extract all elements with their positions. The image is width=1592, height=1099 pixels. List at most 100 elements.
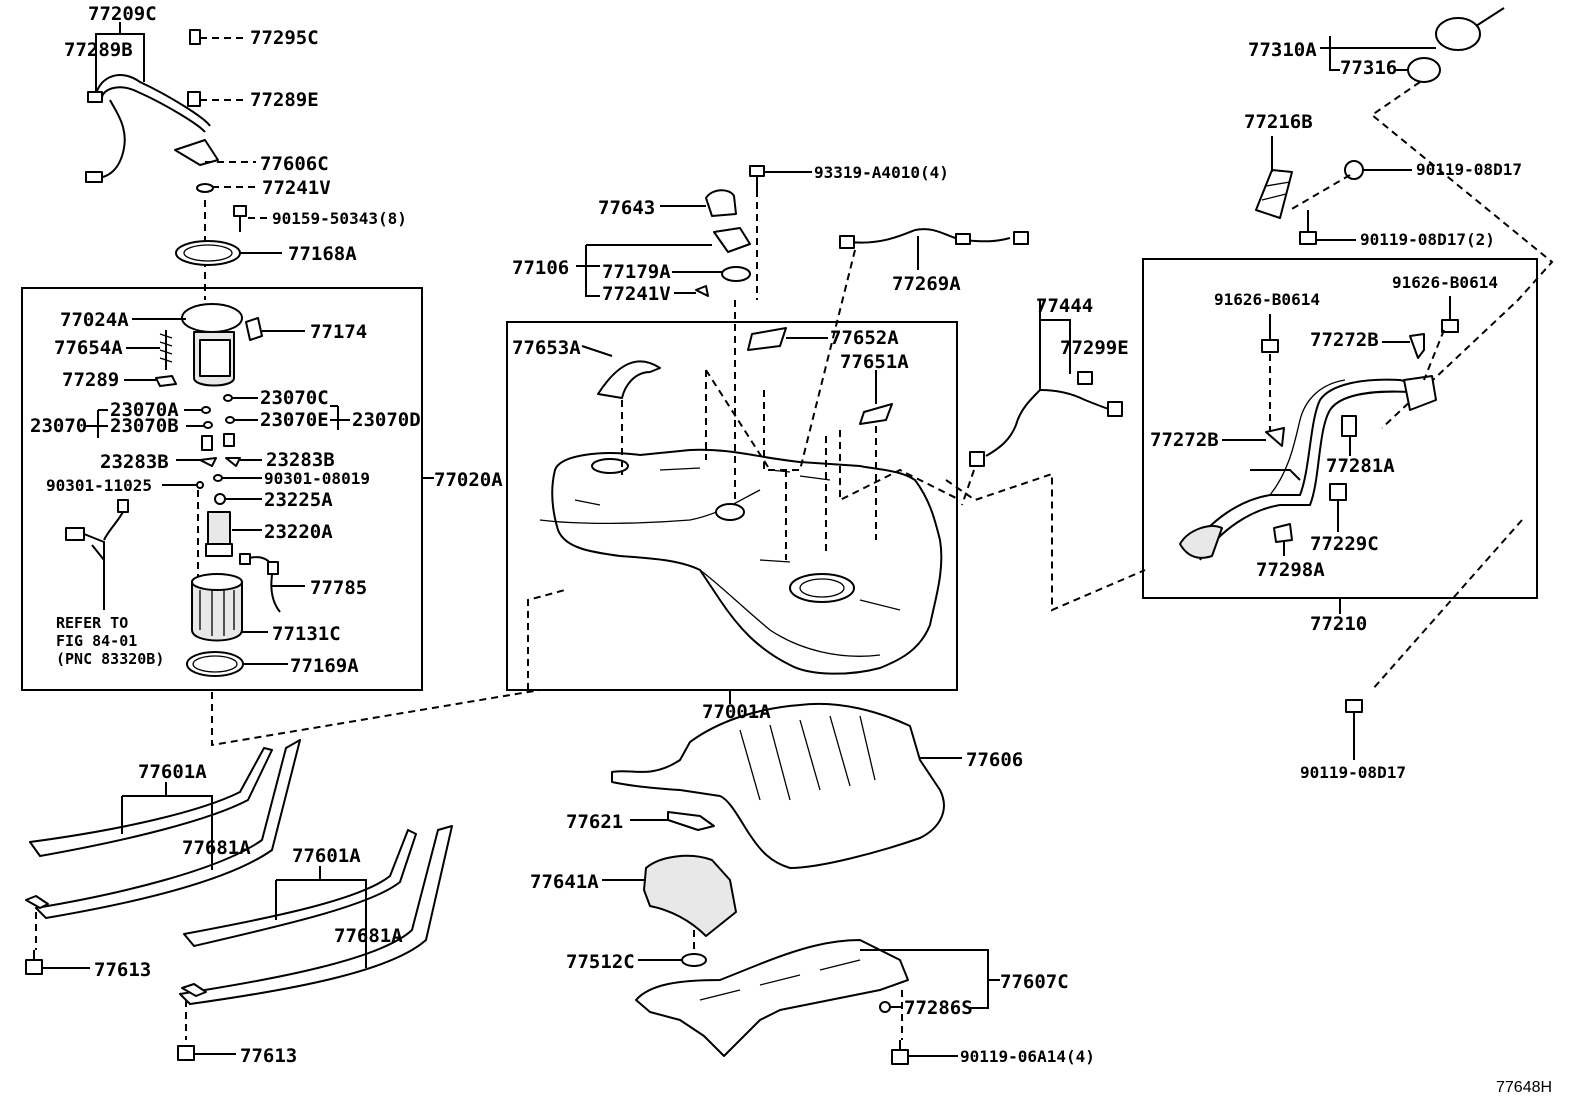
label-77601A-a: 77601A bbox=[138, 761, 207, 783]
label-23070E: 23070E bbox=[260, 409, 329, 431]
label-90301-11025: 90301-11025 bbox=[46, 476, 152, 495]
label-23283B-a: 23283B bbox=[100, 451, 169, 473]
cover-77179A bbox=[713, 227, 751, 253]
label-77174: 77174 bbox=[310, 321, 367, 343]
fuel-cap-77310A bbox=[1435, 7, 1505, 51]
strap-77601A-1 bbox=[25, 739, 301, 919]
note-fig: FIG 84-01 bbox=[56, 632, 137, 650]
fuel-pump-module bbox=[155, 303, 263, 387]
bracket-77621 bbox=[667, 811, 715, 831]
fuel-tank-77001A bbox=[539, 448, 943, 675]
label-77310A: 77310A bbox=[1248, 39, 1317, 61]
bolt-icon bbox=[749, 165, 765, 190]
label-77295C: 77295C bbox=[250, 27, 319, 49]
label-77606C: 77606C bbox=[260, 153, 329, 175]
sender-bracket-77643 bbox=[705, 189, 737, 217]
label-90119-08D17-b: 90119-08D17(2) bbox=[1360, 230, 1495, 249]
label-77210: 77210 bbox=[1310, 613, 1367, 635]
protector-77641A bbox=[643, 854, 737, 937]
gasket-77316 bbox=[1407, 57, 1441, 83]
label-77106: 77106 bbox=[512, 257, 569, 279]
vent-tube-77444 bbox=[969, 300, 1123, 467]
label-77169A: 77169A bbox=[290, 655, 359, 677]
fuel-pump-group-box bbox=[21, 287, 423, 691]
label-77272B-b: 77272B bbox=[1150, 429, 1219, 451]
label-77020A: 77020A bbox=[434, 469, 503, 491]
label-77241V-b: 77241V bbox=[602, 283, 671, 305]
bolt-icon bbox=[1261, 314, 1279, 353]
bolt-icon bbox=[25, 912, 43, 975]
label-93319: 93319-A4010(4) bbox=[814, 163, 949, 182]
label-77298A: 77298A bbox=[1256, 559, 1325, 581]
diagram-id: 77648H bbox=[1496, 1079, 1552, 1096]
label-90119-08D17-a: 90119-08D17 bbox=[1416, 160, 1522, 179]
label-77512C: 77512C bbox=[566, 951, 635, 973]
label-77653A: 77653A bbox=[512, 337, 581, 359]
label-77444: 77444 bbox=[1036, 295, 1093, 317]
label-77168A: 77168A bbox=[288, 243, 357, 265]
label-77229C: 77229C bbox=[1310, 533, 1379, 555]
label-77641A: 77641A bbox=[530, 871, 599, 893]
bolt-icon bbox=[1299, 210, 1317, 245]
label-77299E: 77299E bbox=[1060, 337, 1129, 359]
note-refer-to: REFER TO bbox=[56, 614, 128, 632]
label-23283B-b: 23283B bbox=[266, 449, 335, 471]
label-77269A: 77269A bbox=[892, 273, 961, 295]
label-77681A-b: 77681A bbox=[334, 925, 403, 947]
heat-insulator-77653A bbox=[597, 360, 661, 399]
label-77289E: 77289E bbox=[250, 89, 319, 111]
filler-pipe-77210 bbox=[1179, 375, 1437, 561]
label-77643: 77643 bbox=[598, 197, 655, 219]
bolt-icon bbox=[1441, 296, 1459, 333]
label-90119-08D17-c: 90119-08D17 bbox=[1300, 763, 1406, 782]
label-77131C: 77131C bbox=[272, 623, 341, 645]
label-77272B-a: 77272B bbox=[1310, 329, 1379, 351]
harness-77269A bbox=[839, 228, 1029, 249]
label-77601A-b: 77601A bbox=[292, 845, 361, 867]
label-23070B: 23070B bbox=[110, 415, 179, 437]
label-77179A: 77179A bbox=[602, 261, 671, 283]
strap-77601A-2 bbox=[179, 825, 453, 1005]
label-77681A-a: 77681A bbox=[182, 837, 251, 859]
label-77209C: 77209C bbox=[88, 3, 157, 25]
bolt-icon bbox=[891, 1040, 909, 1065]
label-77024A: 77024A bbox=[60, 309, 129, 331]
label-90159: 90159-50343(8) bbox=[272, 209, 407, 228]
label-77289B: 77289B bbox=[64, 39, 133, 61]
nut-icon bbox=[879, 1001, 891, 1013]
label-77281A: 77281A bbox=[1326, 455, 1395, 477]
label-91626-a: 91626-B0614 bbox=[1214, 290, 1320, 309]
label-77621: 77621 bbox=[566, 811, 623, 833]
label-77607C: 77607C bbox=[1000, 971, 1069, 993]
label-77216B: 77216B bbox=[1244, 111, 1313, 133]
label-90119-06A14: 90119-06A14(4) bbox=[960, 1047, 1095, 1066]
label-23070: 23070 bbox=[30, 415, 87, 437]
clip-77512C bbox=[681, 953, 707, 967]
fuel-filter-77131C bbox=[191, 573, 243, 642]
label-77613-a: 77613 bbox=[94, 959, 151, 981]
label-23220A: 23220A bbox=[264, 521, 333, 543]
fuel-tank-group-box bbox=[506, 321, 958, 691]
label-90301-08019: 90301-08019 bbox=[264, 469, 370, 488]
label-91626-b: 91626-B0614 bbox=[1392, 273, 1498, 292]
label-77241V-a: 77241V bbox=[262, 177, 331, 199]
label-77785: 77785 bbox=[310, 577, 367, 599]
label-77652A: 77652A bbox=[830, 327, 899, 349]
small-parts-column bbox=[196, 394, 241, 557]
bolt-icon bbox=[1345, 699, 1363, 760]
label-23070C: 23070C bbox=[260, 387, 329, 409]
label-77289: 77289 bbox=[62, 369, 119, 391]
label-77651A: 77651A bbox=[840, 351, 909, 373]
label-77654A: 77654A bbox=[54, 337, 123, 359]
label-23225A: 23225A bbox=[264, 489, 333, 511]
label-77606: 77606 bbox=[966, 749, 1023, 771]
label-77286S: 77286S bbox=[904, 997, 973, 1019]
label-77001A: 77001A bbox=[702, 701, 771, 723]
label-23070D: 23070D bbox=[352, 409, 421, 431]
pad-77652A bbox=[747, 327, 787, 351]
bolt-icon bbox=[177, 1000, 195, 1061]
label-77613-b: 77613 bbox=[240, 1045, 297, 1067]
wire-77785 bbox=[239, 553, 281, 613]
pad-77651A bbox=[859, 403, 893, 425]
